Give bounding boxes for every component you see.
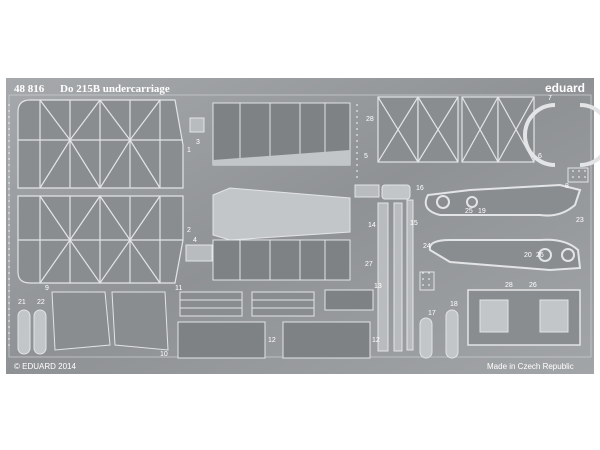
part-number: 23: [576, 217, 584, 224]
part-number: 19: [478, 208, 486, 215]
part-11-grille: [179, 291, 315, 317]
part-number: 5: [364, 153, 368, 160]
rivet-row: [8, 100, 12, 350]
part-number: 18: [450, 301, 458, 308]
part-4-small-block: [185, 244, 213, 262]
part-number: 13: [374, 283, 382, 290]
part-number: 22: [37, 299, 45, 306]
fret-title: Do 215B undercarriage: [60, 83, 170, 95]
part-10-doors: [51, 291, 169, 351]
part-number-labels: 1 2 3 4 5 6 7 8 9 10 11 12 12 13 14 15 1…: [18, 95, 584, 358]
part-number: 26: [529, 282, 537, 289]
part-number: 3: [196, 139, 200, 146]
part-number: 28: [366, 116, 374, 123]
part-1-truss-panel: [17, 99, 184, 190]
part-number: 14: [368, 222, 376, 229]
part-27-wedge-panel: [212, 187, 351, 281]
part-number: 25: [465, 208, 473, 215]
part-8-grille: [419, 167, 589, 291]
part-number: 7: [548, 95, 552, 102]
part-15-strut: [406, 199, 414, 351]
part-number: 9: [45, 285, 49, 292]
origin-text: Made in Czech Republic: [487, 362, 574, 371]
part-number: 12: [268, 337, 276, 344]
part-14-strut: [377, 202, 403, 352]
part-number: 26: [536, 252, 544, 259]
part-17-18-strips: [419, 309, 459, 359]
part-number: 28: [505, 282, 513, 289]
copyright-text: © EDUARD 2014: [14, 362, 76, 371]
part-2-truss-panel: [17, 194, 184, 285]
part-number: 27: [365, 261, 373, 268]
part-number: 21: [18, 299, 26, 306]
part-5-bay-panel: [212, 102, 351, 166]
part-number: 11: [175, 285, 182, 292]
part-number: 10: [160, 351, 168, 358]
part-6-x-frames: [377, 96, 535, 163]
part-number: 16: [416, 185, 424, 192]
part-21-22-strips: [17, 309, 47, 355]
part-number: 4: [193, 237, 197, 244]
part-3-small-block: [189, 117, 380, 198]
part-number: 12: [372, 337, 380, 344]
part-number: 24: [423, 243, 431, 250]
part-number: 1: [187, 147, 191, 154]
part-16-tabs: [381, 184, 411, 200]
part-13-plate: [324, 289, 374, 311]
part-number: 15: [410, 220, 418, 227]
part-number: 17: [428, 310, 436, 317]
part-7-arcs: [523, 103, 600, 167]
part-28-frame: [467, 289, 581, 346]
part-number: 20: [524, 252, 532, 259]
brand-logo: eduard: [545, 81, 585, 95]
part-24-link-plate: [428, 238, 582, 272]
part-number: 8: [565, 183, 569, 190]
rivet-row: [355, 100, 360, 180]
part-number: 2: [187, 227, 191, 234]
part-12-bay-box: [177, 321, 371, 359]
part-23-link-plate: [424, 183, 582, 217]
fret-code: 48 816: [14, 83, 45, 95]
part-number: 6: [538, 153, 542, 160]
